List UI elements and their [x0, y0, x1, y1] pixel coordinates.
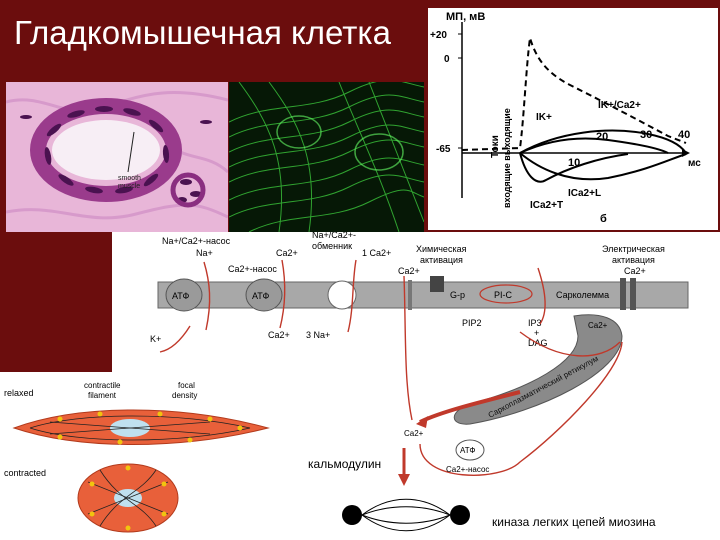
mlck-label: киназа легких цепей миозина	[492, 515, 656, 529]
icat-current-curve	[519, 152, 629, 183]
ca-cyto-label: Ca2+	[404, 429, 424, 438]
receptor	[430, 276, 444, 292]
relaxed-label: relaxed	[4, 388, 34, 398]
label-icat: ICa2+T	[530, 200, 563, 211]
x-tick-20: 20	[596, 131, 608, 143]
ca-top-label: Ca2+	[276, 248, 298, 258]
ca-bottom-label: Ca2+	[268, 330, 290, 340]
na-top-label: Na+	[196, 248, 213, 258]
fluorescence-photo	[229, 82, 424, 232]
label-ical: ICa2+L	[568, 188, 601, 199]
arrow-ip3	[519, 331, 621, 357]
side-label-directions: входящие выходящие	[502, 108, 512, 208]
na-ca-pump-atp	[165, 278, 203, 312]
arrow-ca-pump	[279, 259, 286, 329]
action-potential-graph: МП, мВ +20 0 -65 Токи входящие выходящие…	[428, 8, 718, 230]
focal-label-2: density	[172, 391, 197, 400]
chem-activation-label-1: Химическая	[416, 244, 467, 254]
panel-letter: б	[600, 213, 607, 225]
tick-0: 0	[444, 54, 450, 65]
ca-pump-top-label: Ca2+-насос	[228, 264, 277, 274]
na-ca-exchanger-label-2: обменник	[312, 241, 352, 251]
na-ca-exchanger	[327, 280, 357, 310]
plc-label: PI-C	[494, 290, 513, 300]
tick-minus65: -65	[436, 144, 451, 155]
sarcolemma-label: Сарколемма	[556, 290, 609, 300]
x-tick-40: 40	[678, 129, 690, 141]
histology-photo: smooth muscle	[6, 82, 228, 232]
focal-label-1: focal	[178, 381, 195, 390]
contractile-label-1: contractile	[84, 381, 121, 390]
arrow-elec	[537, 267, 546, 325]
ip3-label: IP3	[528, 318, 542, 328]
tick-plus20: +20	[430, 30, 447, 41]
label-ikca: IK+/Ca2+	[598, 100, 641, 111]
contractile-label-2: filament	[88, 391, 117, 400]
sr-atp-pump	[455, 439, 485, 461]
ik-current-curve	[519, 137, 669, 154]
signaling-scheme: АТФ АТФ Na+/Ca2+-насос Na+ Ca2+ Ca2+-нас…	[0, 232, 720, 540]
three-na-label: 3 Na+	[306, 330, 330, 340]
arrow-exchanger	[347, 259, 357, 333]
na-ca-pump-label: Na+/Ca2+-насос	[162, 236, 231, 246]
elec-activation-label-2: активация	[612, 255, 655, 265]
arrow-pump-loop	[419, 341, 623, 476]
side-label-currents: Токи	[490, 135, 501, 158]
y-axis-label: МП, мВ	[446, 11, 485, 23]
membrane-potential-curve	[461, 37, 687, 151]
contracted-label: contracted	[4, 468, 46, 478]
arrow-k-out	[159, 325, 191, 353]
gprotein-label: G-p	[450, 290, 465, 300]
ca-pump-bottom-label: Ca2+-насос	[446, 465, 489, 474]
histology-label-muscle: muscle	[118, 183, 140, 190]
ca-elec-label: Ca2+	[624, 266, 646, 276]
x-tick-10: 10	[568, 157, 580, 169]
ikca-current-curve	[519, 129, 687, 154]
plus-label: +	[534, 328, 539, 338]
atp-3-label: АТФ	[460, 446, 475, 455]
pip2-label: PIP2	[462, 318, 482, 328]
slide-title: Гладкомышечная клетка	[14, 14, 391, 51]
contracted-cell	[77, 463, 179, 533]
atp-1-label: АТФ	[172, 291, 189, 301]
relaxed-cell	[12, 409, 270, 445]
na-ca-exchanger-label-1: Na+/Ca2+-	[312, 232, 356, 240]
elec-activation-label-1: Электрическая	[602, 244, 665, 254]
label-ik: IK+	[536, 112, 552, 123]
one-ca-label: 1 Ca2+	[362, 248, 391, 258]
ca-chem-label: Ca2+	[398, 266, 420, 276]
chem-activation-label-2: активация	[420, 255, 463, 265]
calmodulin-label: кальмодулин	[308, 457, 381, 471]
arrow-na-in	[203, 261, 211, 331]
k-bottom-label: K+	[150, 334, 161, 344]
histology-label-smooth: smooth	[118, 175, 141, 182]
arrow-ca-entry	[403, 275, 413, 421]
x-tick-30: 30	[640, 129, 652, 141]
ca-sr-label: Ca2+	[588, 321, 608, 330]
ca-pump-atp	[245, 278, 283, 312]
atp-2-label: АТФ	[252, 291, 269, 301]
ical-current-curve	[519, 152, 687, 181]
x-unit: мс	[688, 158, 701, 169]
myosin-dumbbell	[342, 498, 470, 532]
